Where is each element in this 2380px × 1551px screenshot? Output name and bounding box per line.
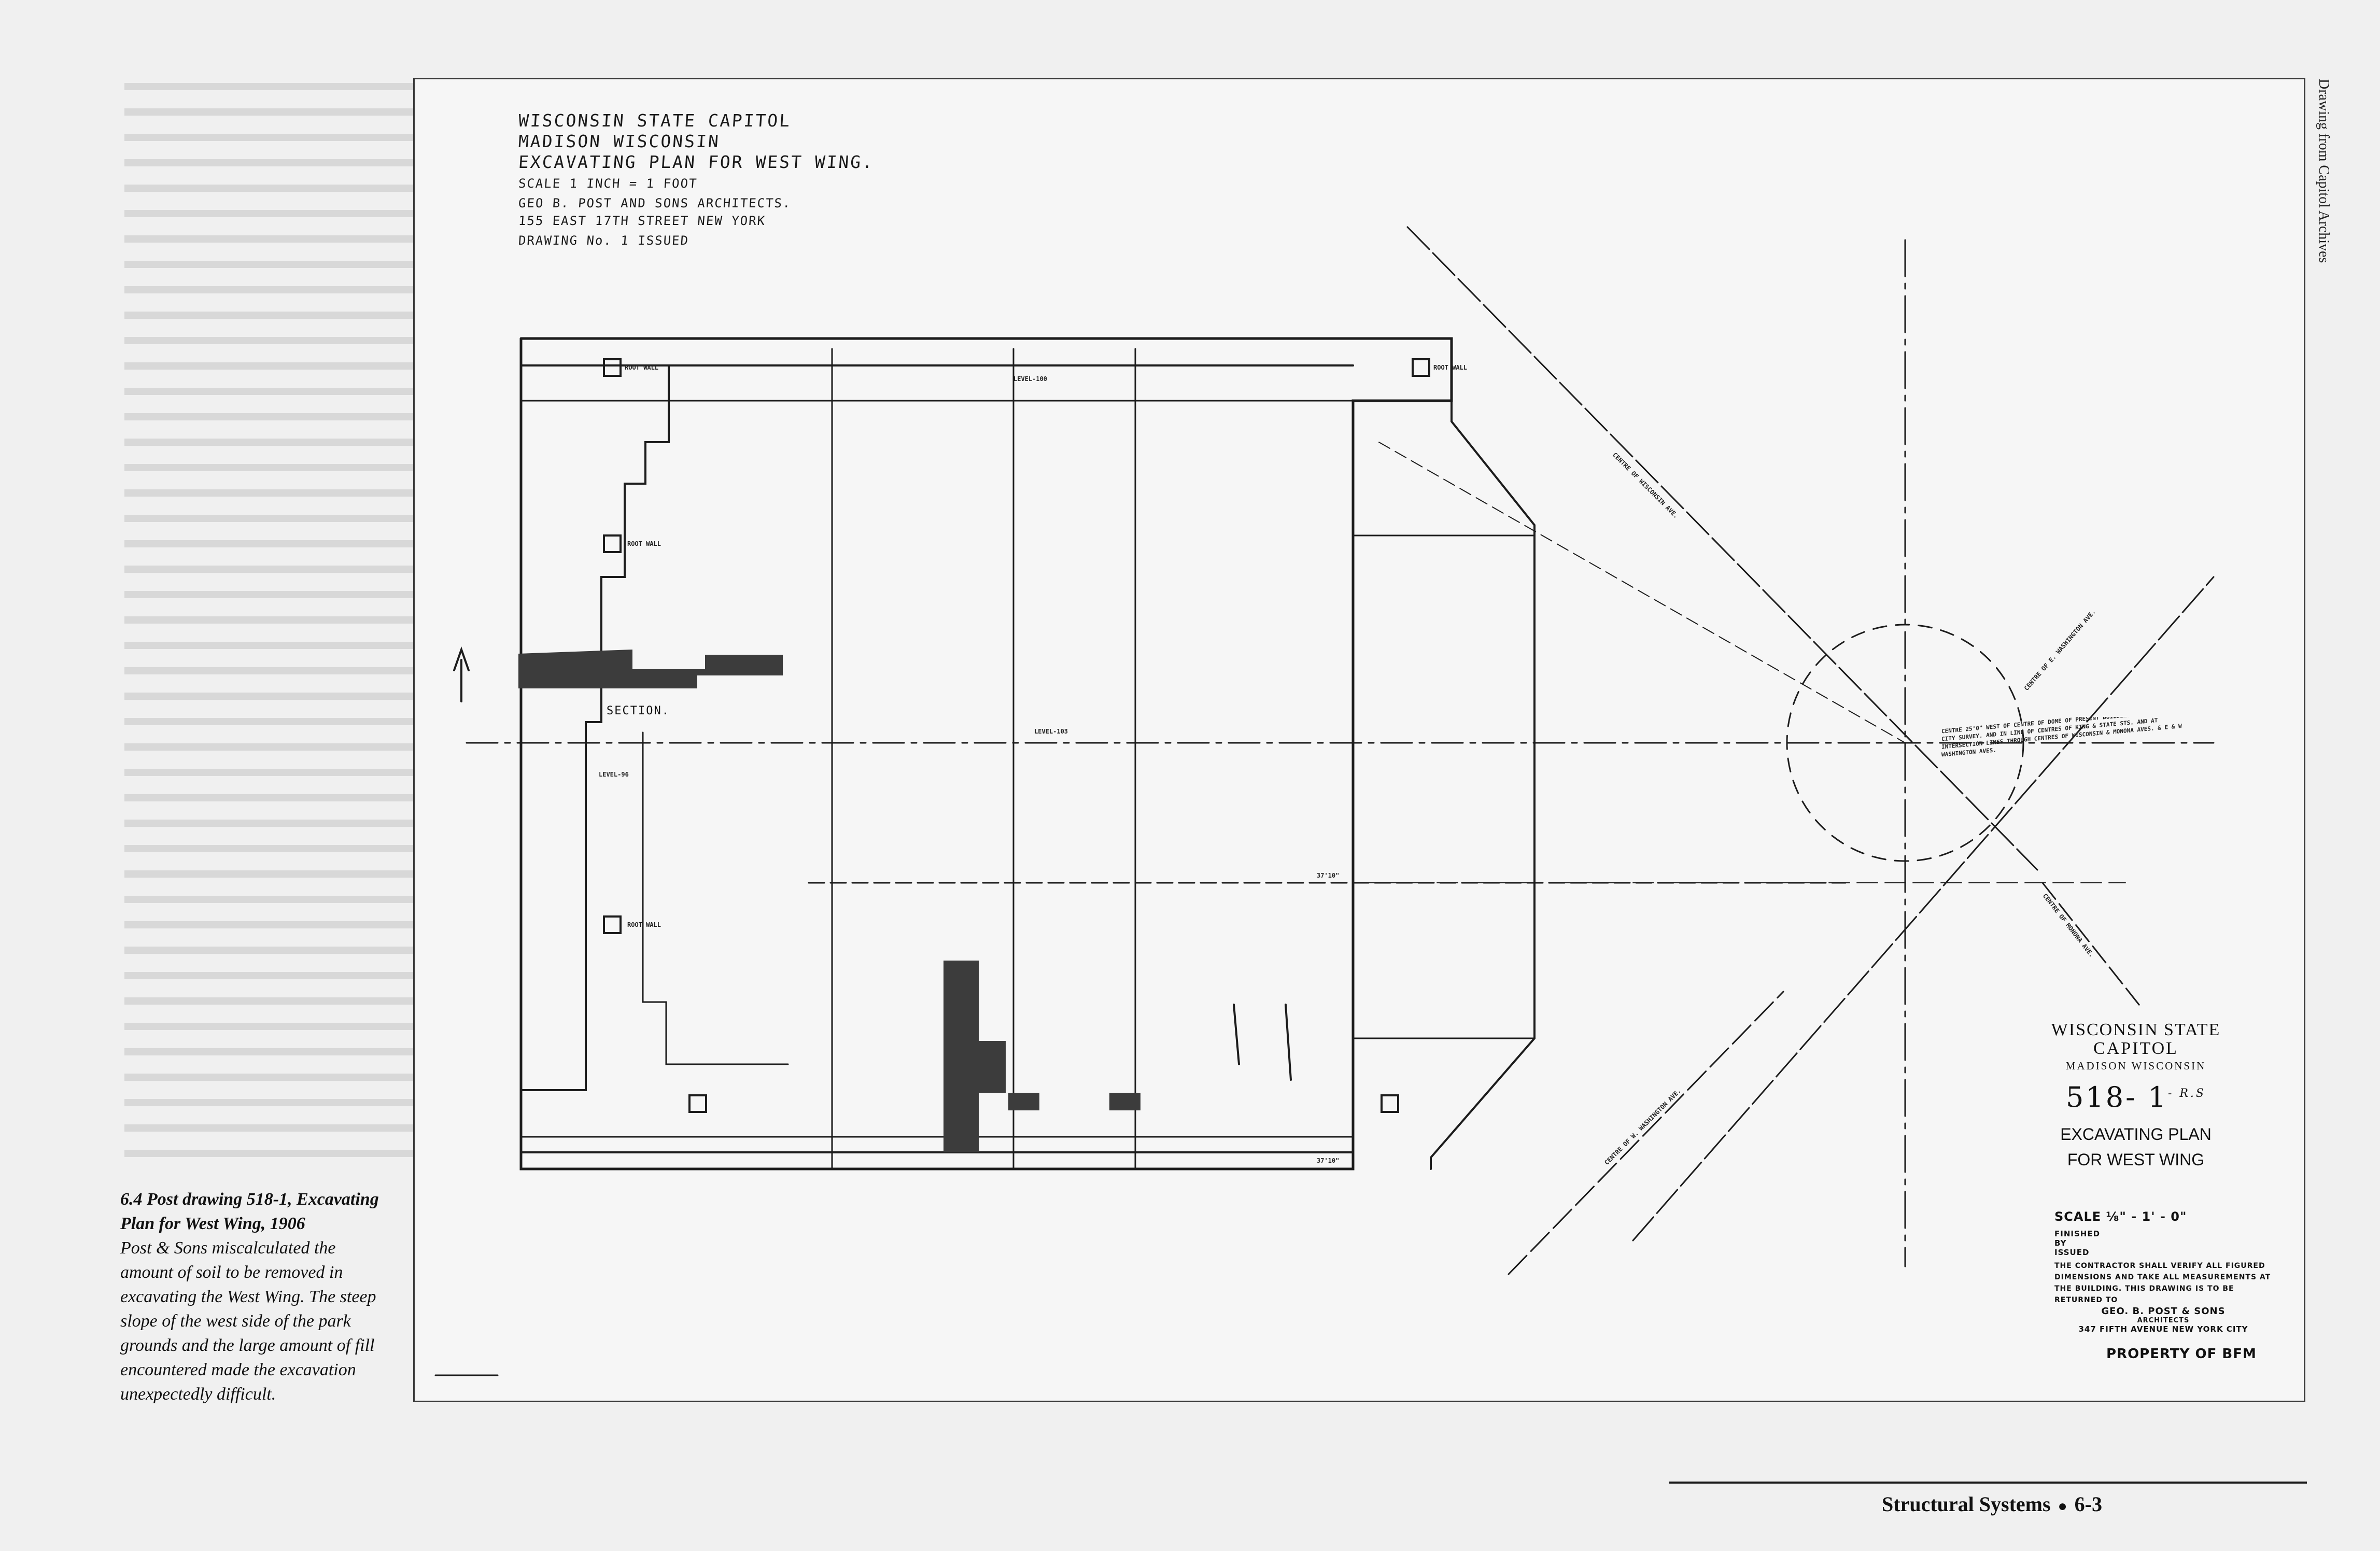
drawing-number-line: DRAWING No. 1 ISSUED [518, 233, 689, 248]
stamp-line-1: WISCONSIN STATE [2051, 1020, 2221, 1039]
page-footer: Structural Systems ● 6-3 [1882, 1492, 2102, 1516]
drawing-scale-line: SCALE 1 INCH = 1 FOOT [518, 176, 698, 191]
svg-text:LEVEL-100: LEVEL-100 [1013, 375, 1047, 383]
drawing-title-block: WISCONSIN STATE CAPITOL MADISON WISCONSI… [518, 110, 985, 249]
svg-text:37'10": 37'10" [1317, 872, 1339, 879]
svg-text:LEVEL-96: LEVEL-96 [599, 771, 629, 778]
street-label-e-washington: CENTRE OF E. WASHINGTON AVE. [2023, 608, 2097, 692]
architect-line-2: 155 EAST 17TH STREET NEW YORK [518, 214, 767, 228]
notes-scale: SCALE ⅛" - 1' - 0" [2054, 1209, 2187, 1224]
drawing-title-line-1: WISCONSIN STATE CAPITOL [517, 110, 792, 131]
footer-bullet: ● [2058, 1498, 2067, 1515]
notes-contractor: THE CONTRACTOR SHALL VERIFY ALL FIGURED … [2054, 1262, 2271, 1304]
architectural-drawing: ROOT WALL ROOT WALL LEVEL-100 ROOT WALL … [413, 78, 2305, 1402]
drawing-title-line-2: MADISON WISCONSIN [517, 131, 721, 151]
footer-section: Structural Systems [1882, 1492, 2051, 1516]
drawing-stamp: WISCONSIN STATE CAPITOL MADISON WISCONSI… [2027, 1020, 2245, 1169]
section-label: SECTION. [607, 704, 670, 717]
figure-caption: 6.4 Post drawing 518-1, Excavating Plan … [120, 1187, 390, 1406]
notes-issued: ISSUED [2054, 1248, 2090, 1257]
street-label-w-washington: CENTRE OF W. WASHINGTON AVE. [1603, 1087, 1682, 1166]
bleed-through-text-left [124, 83, 415, 1172]
drawing-number: 518- 1- R.S [2066, 1081, 2206, 1113]
centre-point-note: CENTRE 25'0" WEST OF CENTRE OF DOME OF P… [1941, 717, 2182, 758]
svg-text:LEVEL-103: LEVEL-103 [1034, 728, 1068, 735]
side-label: Drawing from Capitol Archives [2308, 79, 2335, 369]
excavation-plan-svg: ROOT WALL ROOT WALL LEVEL-100 ROOT WALL … [434, 226, 2215, 1376]
stamp-line-3: MADISON WISCONSIN [2065, 1060, 2206, 1072]
caption-body: Post & Sons miscalculated the amount of … [120, 1238, 376, 1404]
notes-address: 347 FIFTH AVENUE NEW YORK CITY [2078, 1324, 2248, 1334]
plan-annotations: ROOT WALL ROOT WALL LEVEL-100 ROOT WALL … [599, 364, 1467, 1164]
svg-text:ROOT WALL: ROOT WALL [627, 540, 661, 547]
footer-page-number: 6-3 [2074, 1492, 2102, 1516]
drawing-notes: SCALE ⅛" - 1' - 0" FINISHED BY ISSUED TH… [2054, 1209, 2272, 1362]
notes-by: BY [2054, 1238, 2067, 1248]
notes-finished: FINISHED [2054, 1229, 2101, 1238]
street-label-wisconsin: CENTRE OF WISCONSIN AVE. [1611, 451, 1680, 520]
street-label-monona: CENTRE OF MONONA AVE. [2041, 892, 2095, 958]
footer-rule [1669, 1482, 2307, 1484]
architect-line-1: GEO B. POST AND SONS ARCHITECTS. [518, 196, 792, 210]
notes-property: PROPERTY OF BFM [2106, 1346, 2257, 1362]
stamp-plan-name: EXCAVATING PLAN [2060, 1125, 2212, 1144]
drawing-number-suffix: - R.S [2167, 1087, 2206, 1100]
stamp-plan-for: FOR WEST WING [2067, 1150, 2205, 1169]
notes-architects: ARCHITECTS [2137, 1317, 2190, 1324]
drawing-title-line-3: EXCAVATING PLAN FOR WEST WING. [517, 152, 875, 172]
svg-text:ROOT WALL: ROOT WALL [1433, 364, 1467, 371]
section-hatch [518, 650, 783, 688]
notes-firm: GEO. B. POST & SONS [2101, 1306, 2226, 1317]
svg-text:ROOT WALL: ROOT WALL [627, 921, 661, 928]
caption-title: 6.4 Post drawing 518-1, Excavating Plan … [120, 1190, 379, 1233]
footing-hatch [943, 961, 979, 1152]
svg-text:ROOT WALL: ROOT WALL [625, 364, 658, 371]
stamp-line-2: CAPITOL [2093, 1039, 2178, 1058]
side-label-text: Drawing from Capitol Archives [2316, 79, 2332, 263]
svg-text:37'10": 37'10" [1317, 1157, 1339, 1164]
